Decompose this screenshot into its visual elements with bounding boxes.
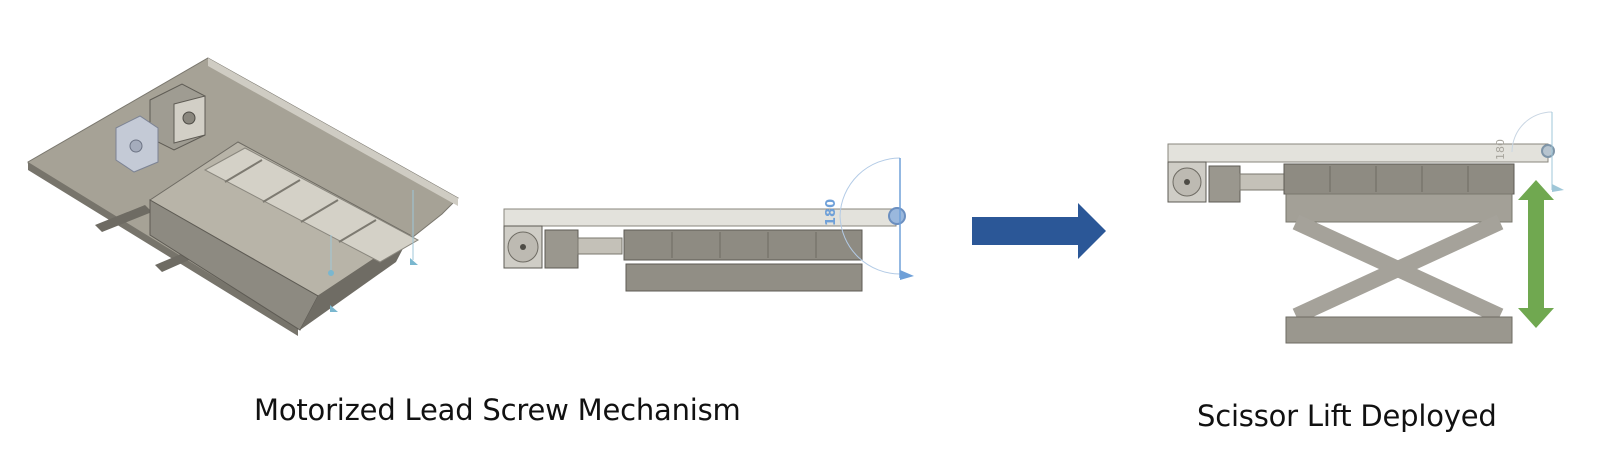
iso-plate-side <box>28 162 298 336</box>
retracted-dim-marker <box>900 270 914 280</box>
lift-height-arrow-icon <box>1518 180 1554 328</box>
caption-lead-screw-mechanism: Motorized Lead Screw Mechanism <box>254 393 741 427</box>
deployed-carriage <box>1283 163 1515 195</box>
scissor-arm-b <box>1292 214 1504 324</box>
retracted-coupler <box>544 229 579 269</box>
iso-channel-divider-4 <box>338 219 377 243</box>
deployed-side-view: 180 <box>1167 111 1564 344</box>
deployed-coupler <box>1208 165 1241 203</box>
retracted-pivot <box>888 207 906 225</box>
deployed-dim-arc <box>1511 111 1553 153</box>
iso-channel-divider-1 <box>224 159 263 183</box>
transition-arrow-icon <box>972 203 1106 259</box>
iso-tab-1 <box>95 205 152 232</box>
retracted-lead-screw <box>577 237 623 255</box>
deployed-pivot <box>1541 144 1555 158</box>
iso-dim-marker-3 <box>330 305 338 312</box>
deployed-dim-label: 180 <box>1494 139 1507 160</box>
retracted-dim-label: 180 <box>824 199 839 226</box>
retracted-base <box>625 263 863 292</box>
isometric-view <box>27 57 459 336</box>
retracted-motor-shaft <box>520 244 526 250</box>
retracted-dim-arc <box>839 157 901 275</box>
deployed-dim-marker <box>1552 184 1564 192</box>
iso-dim-marker-2 <box>410 258 418 265</box>
iso-channel-divider-2 <box>262 179 301 203</box>
deployed-top-plate <box>1167 143 1549 163</box>
retracted-side-view: 180 <box>503 157 914 292</box>
iso-motor-shaft <box>182 111 196 125</box>
deployed-lead-screw <box>1239 173 1285 191</box>
iso-channel <box>203 147 420 263</box>
retracted-carriage <box>623 229 863 261</box>
iso-plate-edge <box>208 58 458 206</box>
deployed-base <box>1285 316 1513 344</box>
deployed-carriage-skirt <box>1285 193 1513 223</box>
iso-dim-point-1 <box>328 270 334 276</box>
iso-channel-divider-3 <box>300 199 339 223</box>
caption-scissor-lift-deployed: Scissor Lift Deployed <box>1197 399 1497 433</box>
iso-bracket-hole <box>129 139 143 153</box>
deployed-motor-shaft <box>1184 179 1190 185</box>
